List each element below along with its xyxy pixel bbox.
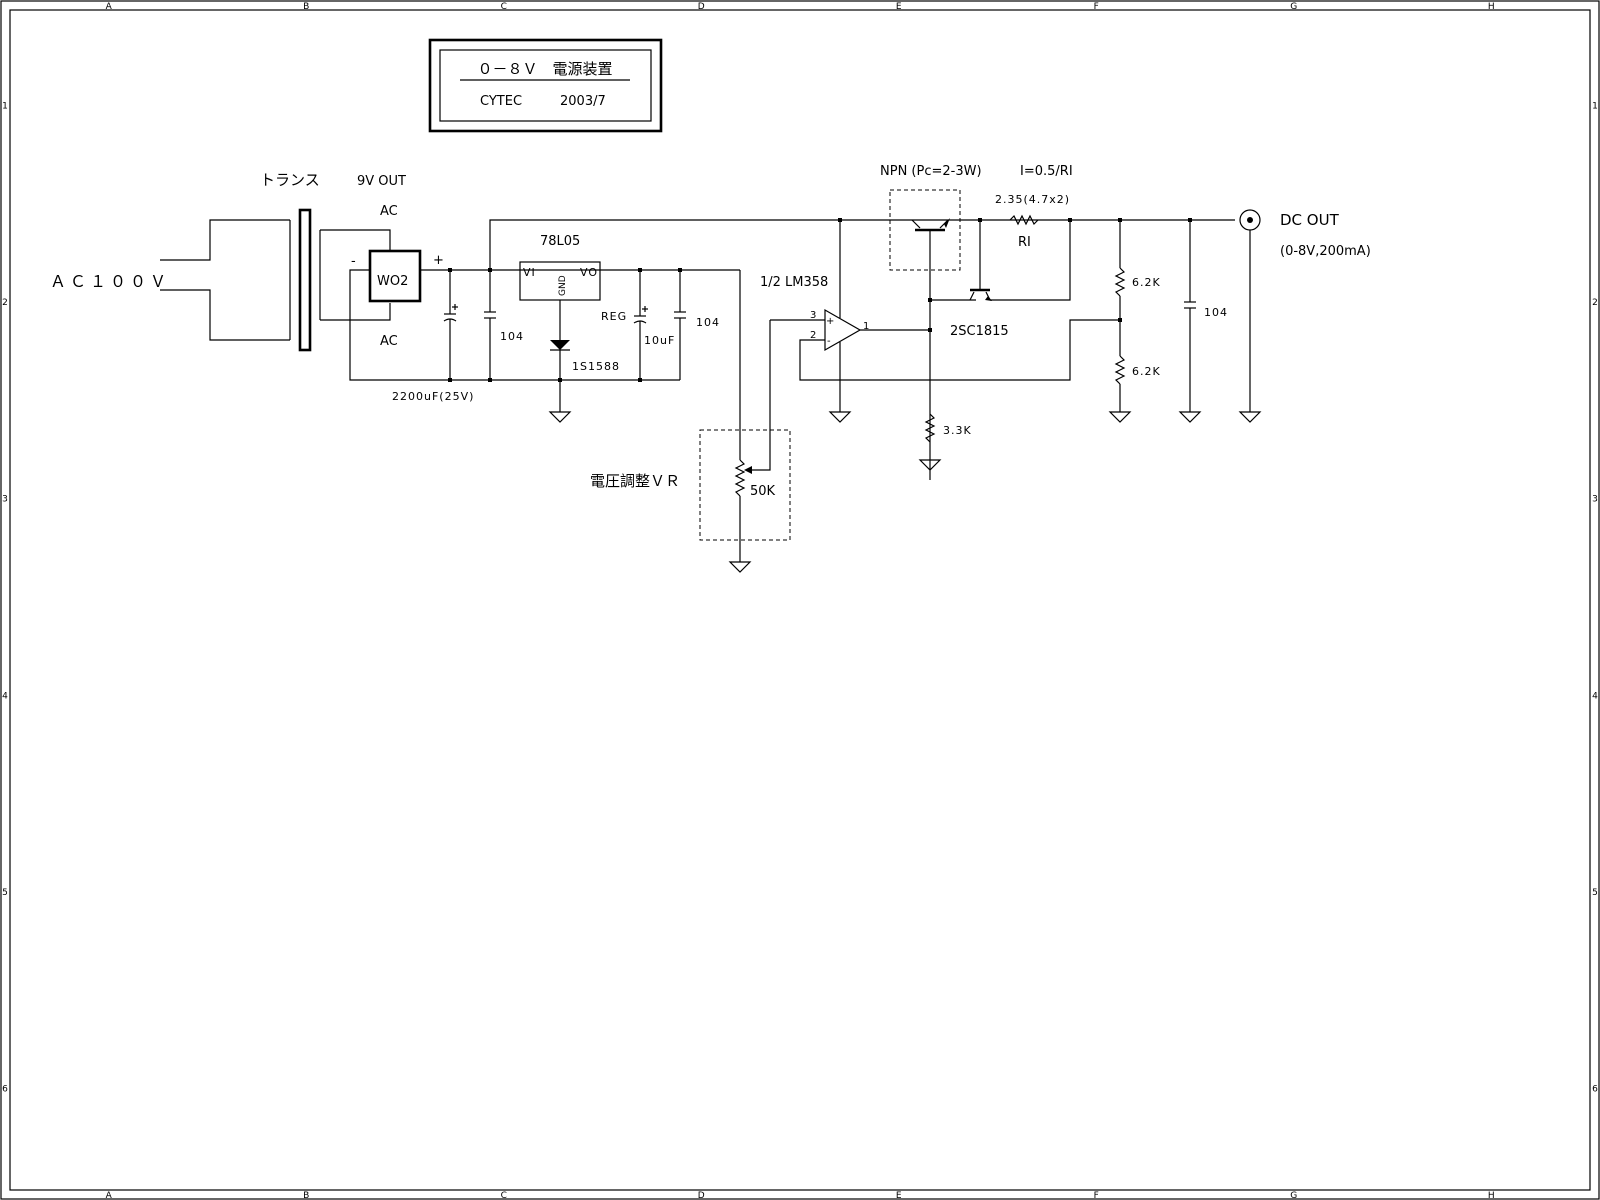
sheet-row-label: 6 [1592, 1085, 1598, 1095]
q2-label: 2SC1815 [950, 324, 1009, 339]
dc-out-terminal [1238, 209, 1262, 423]
c4-capacitor [674, 270, 686, 380]
sheet-row-label: 3 [1592, 495, 1598, 505]
sheet-col-label: H [1488, 2, 1495, 12]
c2-value: 104 [500, 330, 524, 343]
ri-sense-resistor [979, 214, 1071, 301]
sheet-col-label: E [896, 2, 902, 12]
company-text: CYTEC [480, 94, 522, 109]
bridge-plus: + [433, 253, 444, 268]
regulator-gnd: GND [558, 275, 568, 296]
regulator-vi: VI [523, 266, 536, 279]
ac-input-label: ＡＣ１００Ｖ [50, 272, 170, 291]
opamp-pin3: 3 [810, 310, 816, 321]
c3-value: 10uF [644, 334, 675, 347]
emitter-resistor-value: 3.3K [943, 424, 972, 437]
output-cap-value: 104 [1204, 306, 1228, 319]
ac-top-label: AC [380, 204, 398, 219]
q2-2sc1815 [930, 288, 992, 301]
sheet-col-label: G [1290, 2, 1297, 12]
opamp-lm358 [770, 220, 1120, 423]
date-text: 2003/7 [560, 94, 606, 109]
ac-bottom-label: AC [380, 334, 398, 349]
opamp-pin2: 2 [810, 330, 816, 341]
sheet-row-label: 2 [2, 298, 8, 308]
c3-electrolytic-capacitor [633, 270, 648, 380]
sheet-col-label: E [896, 1191, 902, 1200]
sheet-col-label: C [501, 2, 507, 12]
sheet-row-label: 1 [1592, 101, 1598, 111]
sheet-row-label: 5 [1592, 888, 1598, 898]
supply-rail [489, 219, 1235, 270]
vr-label: 電圧調整ＶＲ [590, 472, 680, 490]
sheet-col-label: H [1488, 1191, 1495, 1200]
opamp-label: 1/2 LM358 [760, 275, 828, 290]
sheet-col-label: C [501, 1191, 507, 1200]
npn-power-transistor [889, 189, 961, 480]
regulator-label: 78L05 [540, 234, 580, 249]
c1-electrolytic-capacitor [443, 270, 458, 380]
sheet-row-label: 6 [2, 1085, 8, 1095]
sheet-row-label: 4 [2, 691, 8, 701]
c4-value: 104 [696, 316, 720, 329]
sheet-row-label: 2 [1592, 298, 1598, 308]
sheet-col-label: A [106, 1191, 113, 1200]
divider-top-value: 6.2K [1132, 276, 1161, 289]
bridge-minus: - [351, 254, 356, 269]
ri-value: 2.35(4.7x2) [995, 193, 1070, 206]
inner-frame [9, 9, 1591, 1191]
voltage-adjust-pot [699, 270, 791, 573]
dc-out-spec: (0-8V,200mA) [1280, 244, 1371, 259]
sheet-col-label: D [698, 1191, 705, 1200]
sheet-row-label: 1 [2, 101, 8, 111]
divider-resistors [1108, 220, 1132, 423]
dc-out-label: DC OUT [1280, 211, 1340, 229]
title-text: ０－８Ｖ 電源装置 [477, 60, 612, 78]
sheet-row-label: 5 [2, 888, 8, 898]
sheet-col-label: B [303, 2, 309, 12]
diode-1s1588 [548, 300, 572, 423]
diode-label: 1S1588 [572, 360, 620, 373]
sheet-col-label: G [1290, 1191, 1297, 1200]
output-capacitor [1178, 220, 1202, 423]
sheet-col-label: B [303, 1191, 309, 1200]
transformer-out-label: 9V OUT [357, 174, 406, 189]
sheet-row-label: 4 [1592, 691, 1598, 701]
transformer-label: トランス [260, 171, 320, 189]
sheet-col-label: F [1094, 1191, 1099, 1200]
current-formula: I=0.5/RI [1020, 164, 1073, 179]
sheet-col-label: F [1094, 2, 1099, 12]
bridge-label: WO2 [377, 274, 408, 289]
opamp-minus: - [827, 336, 831, 347]
bridge-rectifier [349, 249, 740, 381]
c1-value: 2200uF(25V) [392, 390, 474, 403]
divider-bottom-value: 6.2K [1132, 365, 1161, 378]
sheet-col-label: D [698, 2, 705, 12]
transformer [289, 208, 391, 352]
npn-note: NPN (Pc=2-3W) [880, 164, 982, 179]
vr-value: 50K [750, 484, 776, 499]
sheet-col-label: A [106, 2, 113, 12]
ri-name: RI [1018, 235, 1031, 250]
ac-input-wires [160, 219, 290, 341]
regulator-vo: VO [580, 266, 598, 279]
emitter-resistor [918, 413, 942, 471]
title-block: ０－８Ｖ 電源装置 CYTEC 2003/7 [428, 38, 663, 133]
reg-cap-label: REG [601, 310, 627, 323]
opamp-pin1: 1 [863, 321, 869, 332]
c2-capacitor [484, 270, 496, 380]
opamp-plus: + [826, 316, 834, 327]
sheet-row-label: 3 [2, 495, 8, 505]
junction-dots [448, 218, 1192, 382]
